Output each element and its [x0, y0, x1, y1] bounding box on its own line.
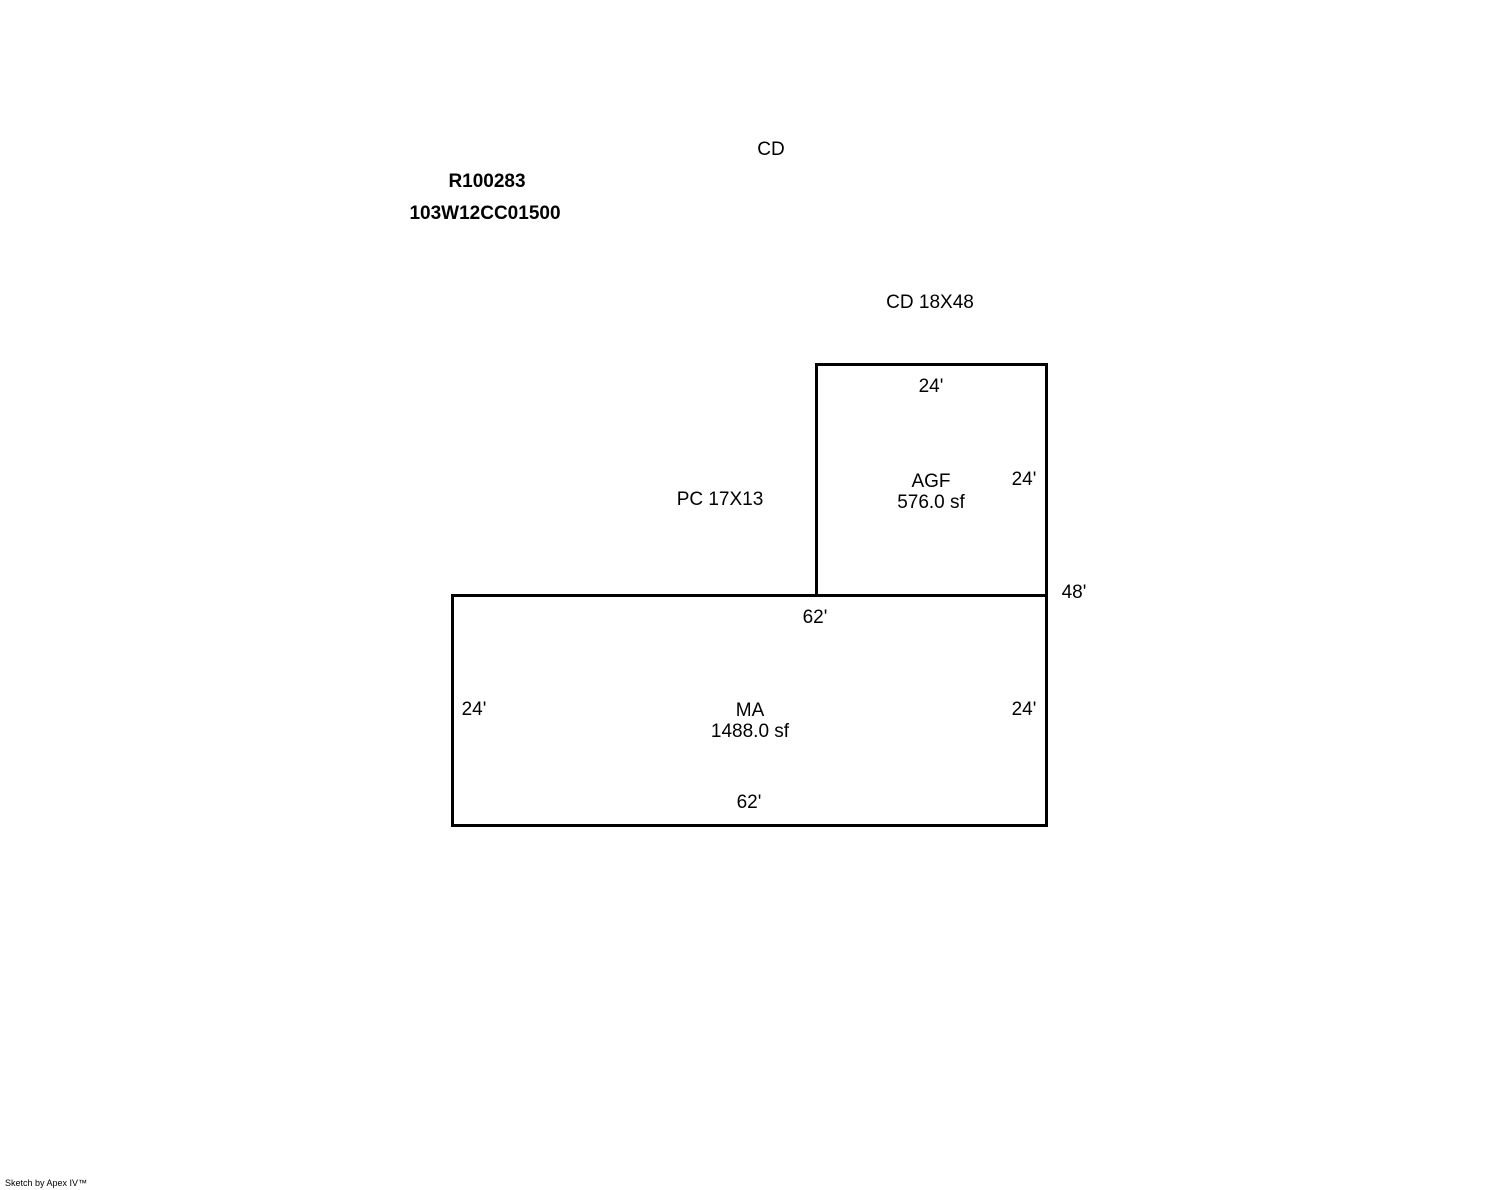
agf-area-label: AGF 576.0 sf [897, 471, 965, 513]
parcel-id: R100283 [448, 171, 526, 192]
ma-left-dimension: 24' [461, 699, 487, 720]
ma-area: 1488.0 sf [710, 721, 790, 742]
ma-top-dimension: 62' [802, 607, 828, 628]
map-tax-lot: 103W12CC01500 [409, 203, 561, 224]
overall-height-dimension: 48' [1061, 582, 1087, 603]
agf-top-dimension: 24' [918, 376, 944, 397]
pc-dimensions-label: PC 17X13 [676, 489, 764, 510]
ma-room-outline [451, 594, 1048, 827]
cd-dimensions-label: CD 18X48 [886, 292, 974, 313]
ma-name: MA [735, 700, 765, 721]
agf-name: AGF [911, 471, 951, 492]
agf-right-dimension: 24' [1011, 469, 1037, 490]
agf-area: 576.0 sf [897, 492, 965, 513]
ma-area-label: MA 1488.0 sf [711, 700, 789, 742]
ma-right-dimension: 24' [1011, 699, 1037, 720]
cd-label-top: CD [757, 139, 785, 160]
ma-bottom-dimension: 62' [736, 792, 762, 813]
software-credit: Sketch by Apex IV™ [5, 1178, 88, 1188]
